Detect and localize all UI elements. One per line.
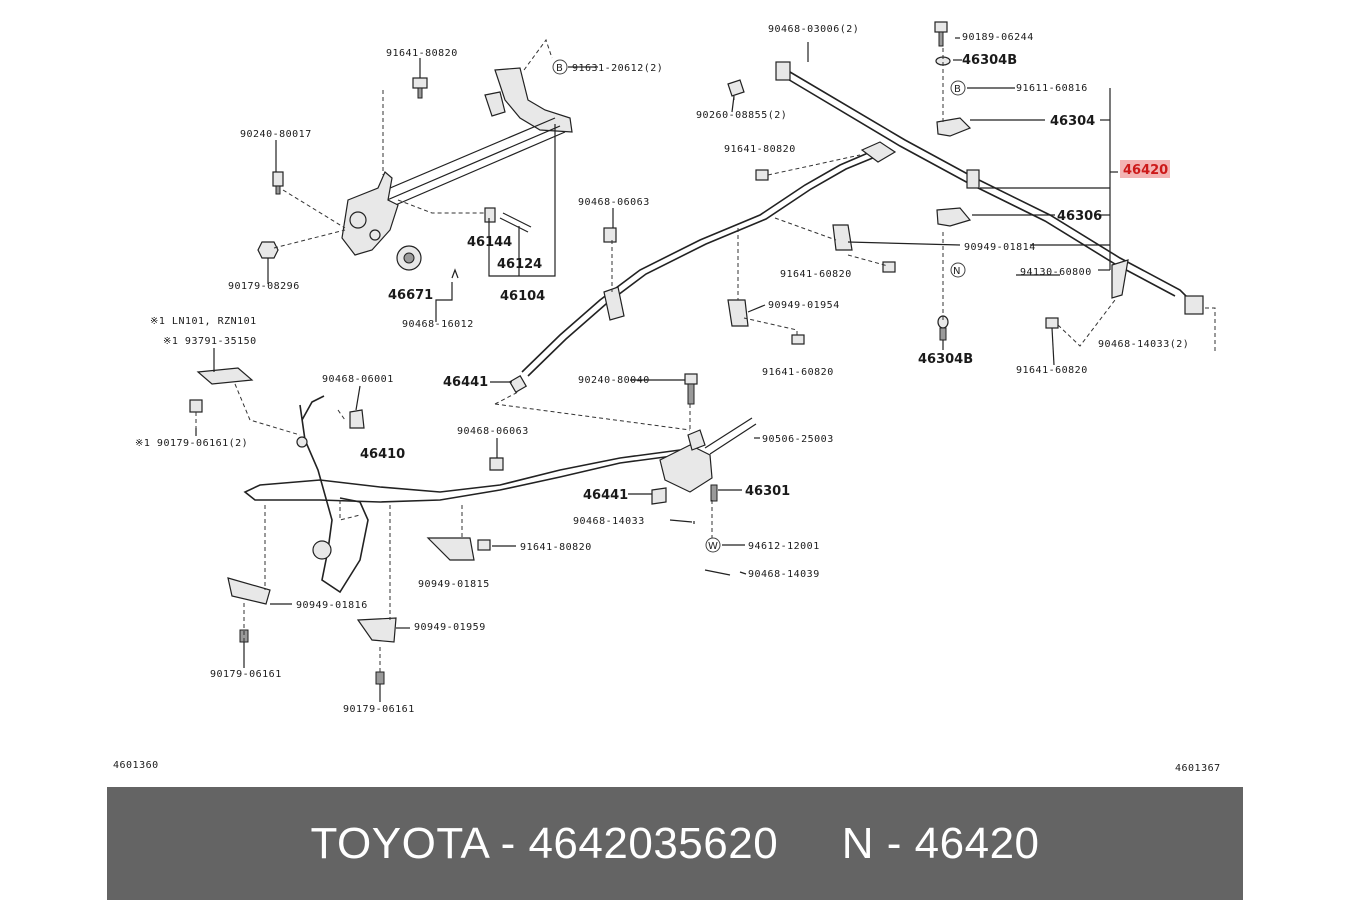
label-90179-06161-note[interactable]: ※1 90179-06161(2) — [135, 438, 248, 449]
label-90240-80040[interactable]: 90240-80040 — [578, 375, 650, 386]
label-90949-01814[interactable]: 90949-01814 — [964, 242, 1036, 253]
label-90468-06063-b[interactable]: 90468-06063 — [457, 426, 529, 437]
label-90949-01959[interactable]: 90949-01959 — [414, 622, 486, 633]
label-90468-06001[interactable]: 90468-06001 — [322, 374, 394, 385]
label-91641-60820[interactable]: 91641-60820 — [780, 269, 852, 280]
label-91641-60820-b[interactable]: 91641-60820 — [762, 367, 834, 378]
label-90179-08296[interactable]: 90179-08296 — [228, 281, 300, 292]
label-46441-b[interactable]: 46441 — [583, 488, 628, 503]
label-46104[interactable]: 46104 — [500, 289, 545, 304]
label-46420-highlighted[interactable]: 46420 — [1123, 163, 1168, 178]
highlight-box-46420 — [1120, 160, 1170, 178]
label-90468-16012[interactable]: 90468-16012 — [402, 319, 474, 330]
leader-90949-01954 — [747, 304, 766, 313]
label-91641-80820-a[interactable]: 91641-80820 — [386, 48, 458, 59]
code-circle-b-upper — [552, 59, 568, 75]
label-90506-25003[interactable]: 90506-25003 — [762, 434, 834, 445]
label-90468-14033-b[interactable]: 90468-14033(2) — [1098, 339, 1189, 350]
label-90179-06161-a[interactable]: 90179-06161 — [210, 669, 282, 680]
rear-cable-46410 — [189, 367, 681, 685]
code-circle-w — [705, 537, 721, 553]
label-90468-03006[interactable]: 90468-03006(2) — [768, 24, 859, 35]
footer-banner: TOYOTA - 4642035620 N - 46420 — [107, 787, 1243, 900]
label-46301[interactable]: 46301 — [745, 484, 790, 499]
label-91641-60820-c[interactable]: 91641-60820 — [1016, 365, 1088, 376]
label-90949-01954[interactable]: 90949-01954 — [768, 300, 840, 311]
label-94130-60800[interactable]: 94130-60800 — [1020, 267, 1092, 278]
code-circle-n — [950, 262, 966, 278]
label-90179-06161-b[interactable]: 90179-06161 — [343, 704, 415, 715]
leader-90468-14039 — [739, 571, 747, 575]
code-letter-b-upper: B — [556, 63, 563, 74]
label-91611-60816[interactable]: 91611-60816 — [1016, 83, 1088, 94]
label-46441-a[interactable]: 46441 — [443, 375, 488, 390]
label-90949-01815[interactable]: 90949-01815 — [418, 579, 490, 590]
exploded-view-diagram: B B N W 91641-80820 91631-20612(2) 90240… — [113, 21, 1221, 774]
code-letter-n: N — [953, 266, 960, 277]
label-91641-80820-d[interactable]: 91641-80820 — [520, 542, 592, 553]
label-90468-06063-a[interactable]: 90468-06063 — [578, 197, 650, 208]
label-90189-06244[interactable]: 90189-06244 — [962, 32, 1034, 43]
equalizer-assembly — [651, 373, 757, 576]
diagram-ref-right: 4601367 — [1175, 763, 1221, 774]
label-46144[interactable]: 46144 — [467, 235, 512, 250]
diagram-ref-left: 4601360 — [113, 760, 159, 771]
leader-90260 — [731, 95, 735, 113]
leader-90468-16012 — [435, 282, 453, 322]
front-cable — [494, 141, 897, 431]
label-94612-12001[interactable]: 94612-12001 — [748, 541, 820, 552]
label-91641-80820-b[interactable]: 91641-80820 — [724, 144, 796, 155]
pedal-assembly — [257, 38, 573, 279]
label-90468-14033-a[interactable]: 90468-14033 — [573, 516, 645, 527]
label-91631-20612[interactable]: 91631-20612(2) — [572, 63, 663, 74]
leader-90468-06001 — [355, 385, 361, 411]
label-46304b-top[interactable]: 46304B — [962, 53, 1017, 68]
label-note-93791-35150[interactable]: ※1 93791-35150 — [163, 336, 257, 347]
label-46410[interactable]: 46410 — [360, 447, 405, 462]
label-46124[interactable]: 46124 — [497, 257, 542, 272]
label-46306[interactable]: 46306 — [1057, 209, 1102, 224]
label-46304b-bottom[interactable]: 46304B — [918, 352, 973, 367]
footer-part-number: TOYOTA - 4642035620 N - 46420 — [310, 818, 1040, 868]
code-circle-b-right — [950, 80, 966, 96]
leader-91641-60820-c — [1051, 327, 1055, 366]
code-letter-b-right: B — [954, 84, 961, 95]
rear-cable-46420 — [727, 21, 1216, 352]
code-letter-w: W — [708, 541, 718, 552]
label-note-models: ※1 LN101, RZN101 — [150, 316, 257, 327]
label-90260-08855[interactable]: 90260-08855(2) — [696, 110, 787, 121]
label-46304[interactable]: 46304 — [1050, 114, 1095, 129]
label-90468-14039[interactable]: 90468-14039 — [748, 569, 820, 580]
label-90240-80017[interactable]: 90240-80017 — [240, 129, 312, 140]
label-46671[interactable]: 46671 — [388, 288, 433, 303]
label-90949-01816[interactable]: 90949-01816 — [296, 600, 368, 611]
